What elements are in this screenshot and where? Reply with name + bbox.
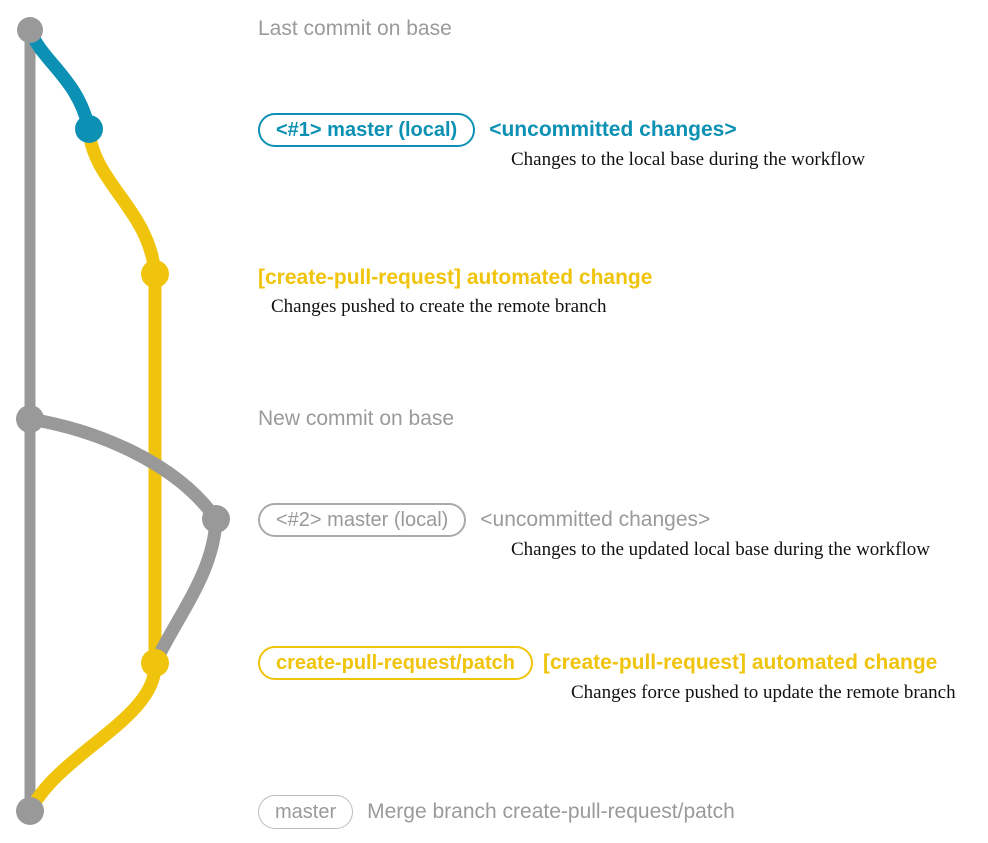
commit-message-patch-create: [create-pull-request] automated change (258, 266, 653, 289)
commit-message-local-2: <uncommitted changes> (480, 508, 711, 531)
label-new-commit-on-base: New commit on base (258, 407, 455, 430)
label-last-commit-on-base: Last commit on base (258, 17, 452, 40)
description-patch-create: Changes pushed to create the remote bran… (271, 296, 607, 317)
commit-node-patch-create[interactable] (141, 260, 169, 288)
row-patch-create: [create-pull-request] automated change (258, 261, 652, 295)
commit-message-merge: Merge branch create-pull-request/patch (367, 800, 735, 823)
row-merge: master Merge branch create-pull-request/… (258, 795, 735, 829)
commit-node-base-merge[interactable] (16, 797, 44, 825)
git-graph (16, 17, 230, 825)
branch-pill-master-local-1[interactable]: <#1> master (local) (258, 113, 476, 147)
description-local-2: Changes to the updated local base during… (511, 539, 930, 560)
description-local-1: Changes to the local base during the wor… (511, 149, 866, 170)
commit-node-base-new[interactable] (16, 405, 44, 433)
description-patch-update: Changes force pushed to update the remot… (571, 682, 956, 703)
row-local-commit-2: <#2> master (local) <uncommitted changes… (258, 503, 710, 537)
commit-message-local-1: <uncommitted changes> (489, 118, 737, 141)
commit-node-local-2[interactable] (202, 505, 230, 533)
edge-patchupdate-to-merge (23, 656, 162, 818)
branch-pill-master-local-2[interactable]: <#2> master (local) (258, 503, 467, 537)
edge-basenew-to-local2 (23, 412, 223, 526)
branch-pill-master[interactable]: master (258, 795, 354, 829)
branch-pill-create-pull-request-patch[interactable]: create-pull-request/patch (258, 646, 533, 680)
commit-message-patch-update: [create-pull-request] automated change (542, 651, 938, 674)
commit-node-local-1[interactable] (75, 115, 103, 143)
edge-local1-to-patch (82, 122, 162, 281)
row-local-commit-1: <#1> master (local) <uncommitted changes… (258, 113, 737, 147)
edge-local2-to-patchupdate (148, 512, 223, 670)
commit-node-patch-update[interactable] (141, 649, 169, 677)
row-patch-update: create-pull-request/patch [create-pull-r… (258, 646, 937, 680)
commit-node-base-last[interactable] (17, 17, 43, 43)
